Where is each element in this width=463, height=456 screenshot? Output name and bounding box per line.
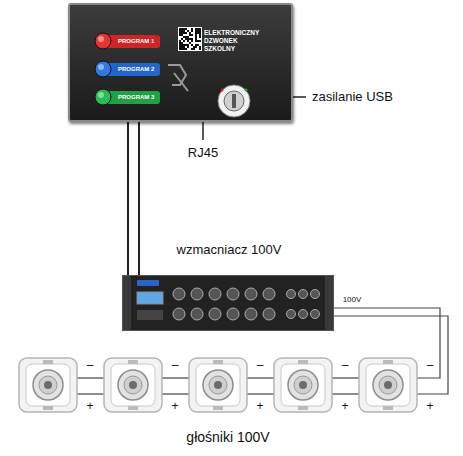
rj45-lead — [202, 122, 204, 140]
button-cap — [94, 60, 112, 78]
power-label: zasilanie USB — [312, 90, 393, 104]
button-cap — [94, 88, 112, 106]
usb-lead — [293, 96, 306, 98]
polarity-label: – — [87, 359, 94, 372]
amplifier-face — [123, 276, 333, 330]
polarity-label: + — [426, 400, 433, 413]
speaker-icons — [19, 358, 417, 412]
polarity-label: – — [172, 359, 179, 372]
polarity-label: – — [257, 359, 264, 372]
polarity-label: + — [341, 400, 348, 413]
device-title: ELEKTRONICZNY DZWONEK SZKOLNY — [204, 29, 268, 53]
polarity-label: + — [256, 400, 263, 413]
polarity-label: – — [342, 359, 349, 372]
button-text: PROGRAM 2 — [118, 66, 154, 73]
polarity-label: + — [171, 400, 178, 413]
amplifier-title: wzmacniacz 100V — [103, 242, 355, 257]
program-button: PROGRAM 1 — [98, 35, 160, 48]
polarity-label: – — [427, 359, 434, 372]
polarity-label: + — [86, 400, 93, 413]
button-cap — [94, 32, 112, 50]
line-voltage-label: 100V — [343, 296, 362, 305]
bell-controller: PROGRAM 1 PROGRAM 2 PROGRAM 3 ELEKTRONICZNY… — [68, 3, 293, 122]
speakers-label: głośniki 100V — [186, 430, 269, 445]
rj45-cable — [128, 122, 139, 275]
amplifier: wzmacniacz 100V — [122, 275, 334, 331]
button-text: PROGRAM 3 — [118, 94, 154, 101]
program-button: PROGRAM 3 — [98, 91, 160, 104]
program-button: PROGRAM 2 — [98, 63, 160, 76]
button-text: PROGRAM 1 — [118, 38, 154, 45]
port-label: RJ45 — [188, 146, 218, 160]
